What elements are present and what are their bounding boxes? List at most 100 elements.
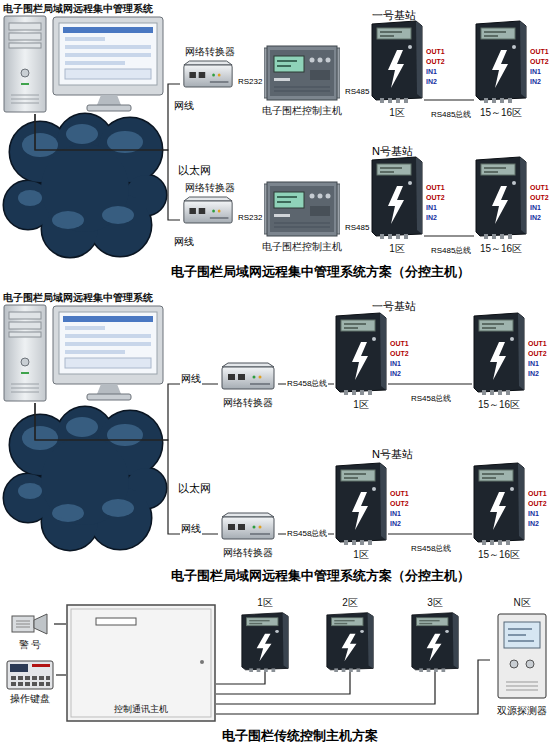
terminal-label: OUT2 xyxy=(528,342,547,360)
device-drawing xyxy=(498,614,546,698)
terminal-label: OUT2 xyxy=(390,349,409,358)
bus-label: RS485 xyxy=(344,80,370,98)
device-drawing xyxy=(336,313,386,395)
terminal-label: OUT1 xyxy=(528,489,547,498)
bus-label-text: RS232 xyxy=(237,213,263,223)
node-text: 网络转换器 xyxy=(223,546,273,559)
terminal-label: IN2 xyxy=(426,77,437,86)
device-drawing xyxy=(327,613,373,672)
terminal-label: OUT1 xyxy=(530,176,549,194)
node-text: 电子围栏控制主机 xyxy=(262,240,342,253)
terminal-label: IN1 xyxy=(426,203,437,212)
terminal-label: IN1 xyxy=(426,67,437,76)
terminal-label: OUT2 xyxy=(528,349,547,358)
bus-label-text: RS485 xyxy=(344,223,370,233)
terminal-label: IN1 xyxy=(528,359,539,368)
node-text: 1区 xyxy=(257,596,273,609)
device-drawing xyxy=(184,61,232,87)
bus-label-text: RS458总线 xyxy=(286,379,328,389)
fence-zone-unit: 1区 xyxy=(334,462,388,562)
terminal-label: IN1 xyxy=(426,60,437,78)
terminal-label: IN1 xyxy=(528,502,539,520)
station-label: N号基站 xyxy=(372,141,413,159)
fence-zone-unit: 1区 xyxy=(334,312,388,412)
bus-label: 网线 xyxy=(180,368,202,386)
bus-connector xyxy=(388,383,472,384)
terminal-label: OUT1 xyxy=(528,332,547,350)
device-drawing xyxy=(476,21,526,103)
terminal-label: IN1 xyxy=(390,502,401,520)
bus-label: RS232 xyxy=(237,70,263,88)
network-label: 以太网 xyxy=(178,478,211,496)
node-text: 网络转换器 xyxy=(223,396,273,409)
terminal-label: OUT1 xyxy=(528,482,547,500)
device-outline xyxy=(334,312,388,395)
bus-label: RS232 xyxy=(237,206,263,224)
terminal-label: IN1 xyxy=(530,203,541,212)
bus-connector xyxy=(424,99,474,100)
terminal-label: OUT1 xyxy=(530,47,549,56)
bus-label-text: 网线 xyxy=(173,99,195,112)
device-outline xyxy=(370,20,424,103)
terminal-label: IN1 xyxy=(530,196,541,214)
device-outline xyxy=(220,362,276,392)
fence-zone-unit: 15～16区 xyxy=(474,156,528,256)
network-converter: 网络转换器 xyxy=(218,362,278,410)
terminal-label: OUT2 xyxy=(426,193,445,202)
terminal-label: OUT1 xyxy=(390,332,409,350)
terminal-label: OUT1 xyxy=(426,183,445,192)
ethernet-cloud xyxy=(4,407,166,550)
terminal-label: IN2 xyxy=(530,206,541,224)
bus-label-text: RS458总线 xyxy=(410,394,452,404)
figure-caption: 电子围栏传统控制主机方案 xyxy=(222,726,378,742)
device-outline xyxy=(264,180,340,238)
terminal-label: IN1 xyxy=(530,67,541,76)
bus-label-text: RS232 xyxy=(237,77,263,87)
terminal-label: OUT1 xyxy=(530,40,549,58)
station-label: N号基站 xyxy=(372,444,413,462)
bus-label: RS458总线 xyxy=(286,522,328,540)
terminal-label: OUT1 xyxy=(390,339,409,348)
management-computer: 电子围栏局域网远程集中管理系统 xyxy=(3,2,168,114)
bus-label-text: RS458总线 xyxy=(286,529,328,539)
device-drawing xyxy=(222,363,274,389)
node-text: 电子围栏局域网远程集中管理系统 xyxy=(3,2,153,15)
device-drawing xyxy=(264,182,340,236)
device-drawing xyxy=(4,305,163,401)
device-outline xyxy=(370,156,424,239)
device-outline xyxy=(182,196,234,226)
illustration-part xyxy=(4,114,166,257)
device-drawing xyxy=(7,661,53,689)
terminal-label: IN2 xyxy=(528,362,539,380)
bus-label-text: 网线 xyxy=(173,235,195,248)
device-outline xyxy=(325,612,375,672)
node-text: 警 号 xyxy=(19,638,42,651)
terminal-label: IN1 xyxy=(528,352,539,370)
network-converter: 网络转换器 xyxy=(180,44,240,94)
network-converter: 网络转换器 xyxy=(180,180,240,230)
illustration-part xyxy=(66,124,98,144)
bus-label: RS485总线 xyxy=(430,239,472,257)
fence-zone-unit: 1区 xyxy=(370,156,424,256)
terminal-label: IN2 xyxy=(390,362,401,380)
terminal-label: OUT1 xyxy=(528,339,547,348)
device-outline xyxy=(3,304,165,402)
device-outline xyxy=(264,44,340,102)
bus-label-text: RS485总线 xyxy=(430,110,472,120)
node-text: 1区 xyxy=(353,398,369,411)
illustration-part xyxy=(22,133,58,157)
node-text: 网络转换器 xyxy=(185,181,235,194)
node-text: 3区 xyxy=(427,596,443,609)
terminal-label: IN2 xyxy=(426,206,437,224)
device-drawing xyxy=(474,463,524,545)
device-drawing xyxy=(412,613,458,672)
device-drawing xyxy=(476,157,526,239)
control-comm-host: 控制通讯主机 xyxy=(66,604,216,722)
bus-label-text: 网线 xyxy=(180,372,202,385)
fence-zone-unit: 15～16区 xyxy=(472,462,526,562)
bus-label: 网线 xyxy=(180,518,202,536)
device-drawing xyxy=(372,21,422,103)
figure-caption: 电子围栏局域网远程集中管理系统方案（分控主机） xyxy=(171,262,470,280)
terminal-label: OUT1 xyxy=(390,489,409,498)
